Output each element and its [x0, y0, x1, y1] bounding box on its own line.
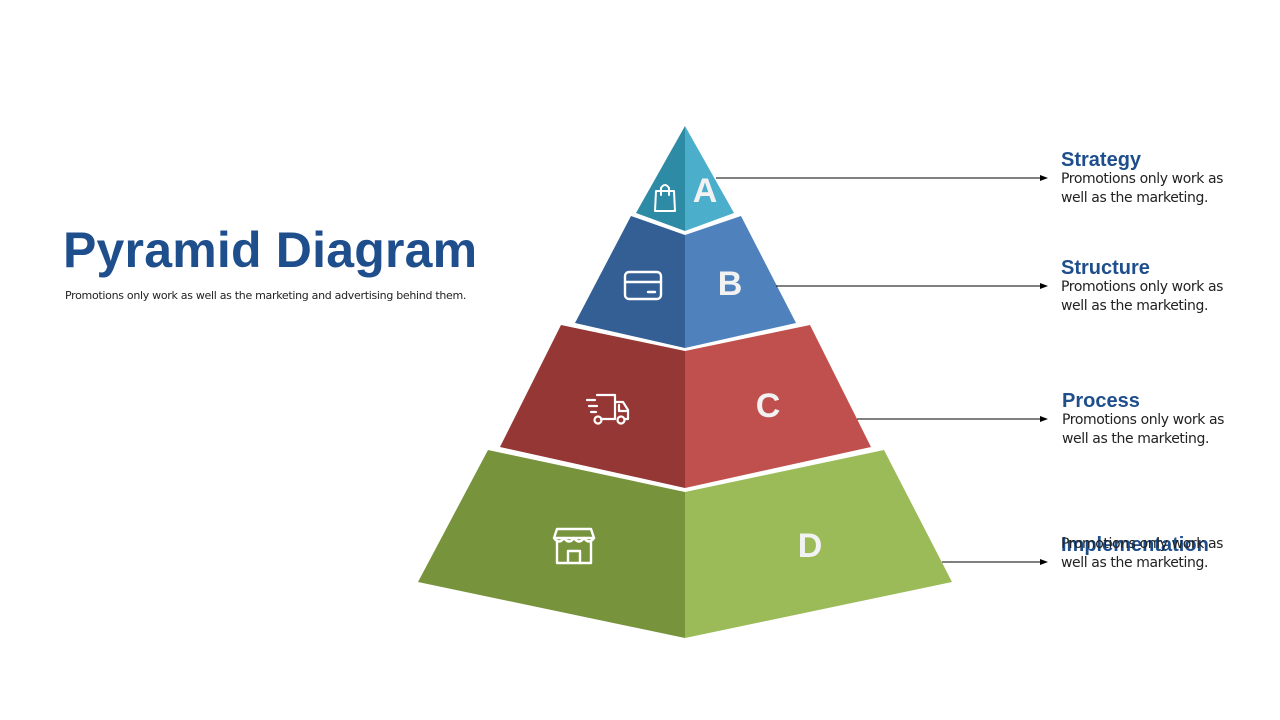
label-strategy: Strategy Promotions only work as well as… [1061, 150, 1236, 208]
pyramid-level-b: B [575, 216, 796, 348]
label-process-desc: Promotions only work as well as the mark… [1062, 412, 1225, 447]
delivery-truck-icon [585, 393, 630, 425]
level-d-right-face [685, 450, 952, 638]
level-b-letter: B [718, 265, 743, 303]
level-d-letter: D [798, 527, 823, 565]
credit-card-icon [623, 270, 663, 301]
level-b-right-face [685, 216, 796, 348]
pyramid-level-d: D [418, 450, 952, 638]
label-strategy-title: Strategy [1061, 149, 1142, 171]
level-c-right-face [685, 325, 871, 488]
level-a-letter: A [693, 172, 718, 210]
pyramid-level-c: C [500, 325, 871, 488]
storefront-icon [552, 527, 596, 565]
level-d-left-face [418, 450, 685, 638]
page-subtitle: Promotions only work as well as the mark… [65, 289, 467, 302]
shopping-bag-icon [654, 184, 676, 212]
level-a-left-face [636, 126, 685, 231]
level-a-right-face [685, 126, 734, 231]
label-process-title: Process [1062, 390, 1140, 412]
label-process: Process Promotions only work as well as … [1062, 391, 1237, 449]
page-title: Pyramid Diagram [63, 222, 478, 278]
level-c-letter: C [756, 387, 781, 425]
label-implementation-desc: Promotions only work as well as the mark… [1061, 536, 1224, 571]
pyramid-level-a: A [636, 126, 734, 231]
label-structure: Structure Promotions only work as well a… [1061, 258, 1236, 316]
label-implementation: Implementation Promotions only work as w… [1061, 534, 1223, 573]
label-structure-desc: Promotions only work as well as the mark… [1061, 279, 1224, 314]
label-implementation-title: Implementation [1061, 534, 1209, 556]
label-structure-title: Structure [1061, 257, 1150, 279]
label-strategy-desc: Promotions only work as well as the mark… [1061, 171, 1224, 206]
